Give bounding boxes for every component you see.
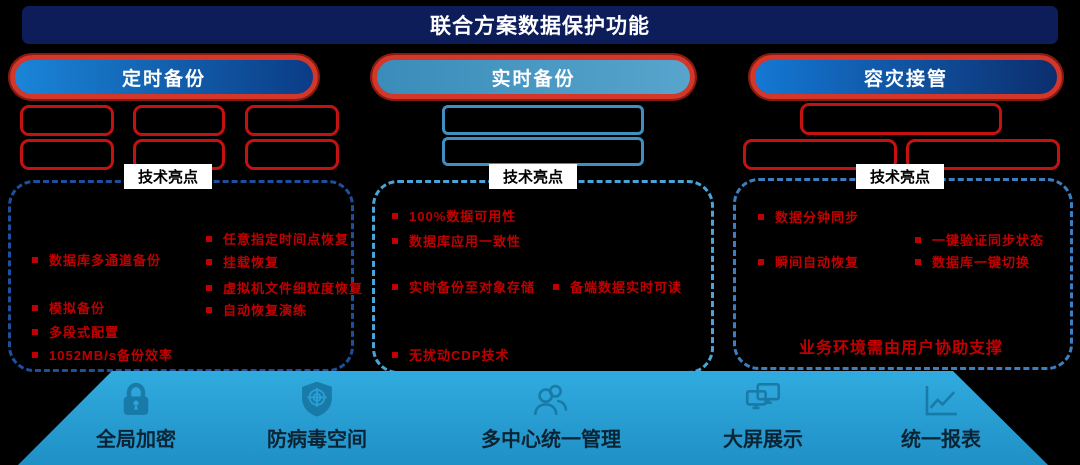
bullet-item: 一键验证同步状态 xyxy=(915,230,1044,249)
bullet-marker xyxy=(392,351,398,358)
shield-icon xyxy=(302,381,332,417)
capability-multicenter-management: 多中心统一管理 xyxy=(481,379,621,452)
feature-box xyxy=(906,139,1060,170)
bullet-marker xyxy=(915,258,921,265)
bullet-marker xyxy=(32,304,38,311)
bullet-item: 实时备份至对象存储 xyxy=(392,277,535,296)
section-header-realtime-backup: 实时备份 xyxy=(372,55,695,99)
section-header-label: 定时备份 xyxy=(121,68,206,90)
bullet-item: 任意指定时间点恢复 xyxy=(206,229,349,248)
bottom-capability-bar: 全局加密 防病毒空间 多中心统一管理 xyxy=(18,371,1048,465)
capability-label: 多中心统一管理 xyxy=(481,429,621,451)
bullet-item: 100%数据可用性 xyxy=(392,206,516,225)
bullet-marker xyxy=(206,235,212,242)
capability-global-encryption: 全局加密 xyxy=(96,379,176,452)
bullet-item: 无扰动CDP技术 xyxy=(392,345,509,364)
feature-box xyxy=(442,105,644,135)
bullet-marker xyxy=(32,351,38,358)
bullet-marker xyxy=(32,256,38,263)
bullet-marker xyxy=(392,237,398,244)
bullet-item: 数据库应用一致性 xyxy=(392,231,521,250)
bullet-marker xyxy=(758,258,764,265)
bullet-marker xyxy=(392,212,398,219)
feature-box xyxy=(245,139,339,170)
bullet-marker xyxy=(392,283,398,290)
bullet-item: 虚拟机文件细粒度恢复 xyxy=(206,278,363,297)
chart-icon xyxy=(925,386,957,416)
capability-label: 统一报表 xyxy=(901,429,981,451)
capability-unified-reports: 统一报表 xyxy=(901,379,981,452)
bullet-item: 数据库一键切换 xyxy=(915,252,1030,271)
highlight-label: 技术亮点 xyxy=(856,164,945,189)
feature-box xyxy=(245,105,339,136)
lock-icon xyxy=(123,382,149,415)
feature-box xyxy=(20,139,114,170)
section-header-dr-takeover: 容灾接管 xyxy=(750,55,1062,99)
page-title: 联合方案数据保护功能 xyxy=(430,15,650,38)
bullet-marker xyxy=(206,306,212,313)
bullet-item: 自动恢复演练 xyxy=(206,300,307,319)
capability-label: 大屏展示 xyxy=(723,429,803,451)
bullet-item: 1052MB/s备份效率 xyxy=(32,345,173,364)
bullet-item: 数据库多通道备份 xyxy=(32,250,161,269)
dr-footnote: 业务环境需由用户协助支撑 xyxy=(798,340,1004,357)
section-header-label: 容灾接管 xyxy=(863,68,948,90)
bullet-item: 备端数据实时可读 xyxy=(553,277,682,296)
bullet-marker xyxy=(32,328,38,335)
capability-antivirus-space: 防病毒空间 xyxy=(267,379,367,452)
highlight-label: 技术亮点 xyxy=(124,164,213,189)
feature-box xyxy=(743,139,897,170)
bullet-marker xyxy=(206,284,212,291)
bullet-item: 多段式配置 xyxy=(32,322,119,341)
bullet-item: 模拟备份 xyxy=(32,298,105,317)
section-header-scheduled-backup: 定时备份 xyxy=(10,55,318,99)
bullet-marker xyxy=(758,213,764,220)
feature-box xyxy=(800,103,1002,135)
capability-bigscreen-display: 大屏展示 xyxy=(723,379,803,452)
section-header-label: 实时备份 xyxy=(491,68,576,90)
bullet-marker xyxy=(206,258,212,265)
monitors-icon xyxy=(745,382,781,410)
bullet-item: 挂载恢复 xyxy=(206,252,279,271)
title-bar: 联合方案数据保护功能 xyxy=(22,6,1058,44)
bullet-item: 数据分钟同步 xyxy=(758,207,859,226)
feature-box xyxy=(442,137,644,166)
feature-box xyxy=(133,105,225,136)
users-icon xyxy=(533,384,568,415)
highlight-label: 技术亮点 xyxy=(489,164,578,189)
highlights-panel-scheduled xyxy=(8,180,354,372)
bullet-item: 瞬间自动恢复 xyxy=(758,252,859,271)
capability-label: 全局加密 xyxy=(96,429,176,451)
bullet-marker xyxy=(553,283,559,290)
capability-label: 防病毒空间 xyxy=(267,429,367,451)
feature-box xyxy=(20,105,114,136)
bullet-marker xyxy=(915,236,921,243)
